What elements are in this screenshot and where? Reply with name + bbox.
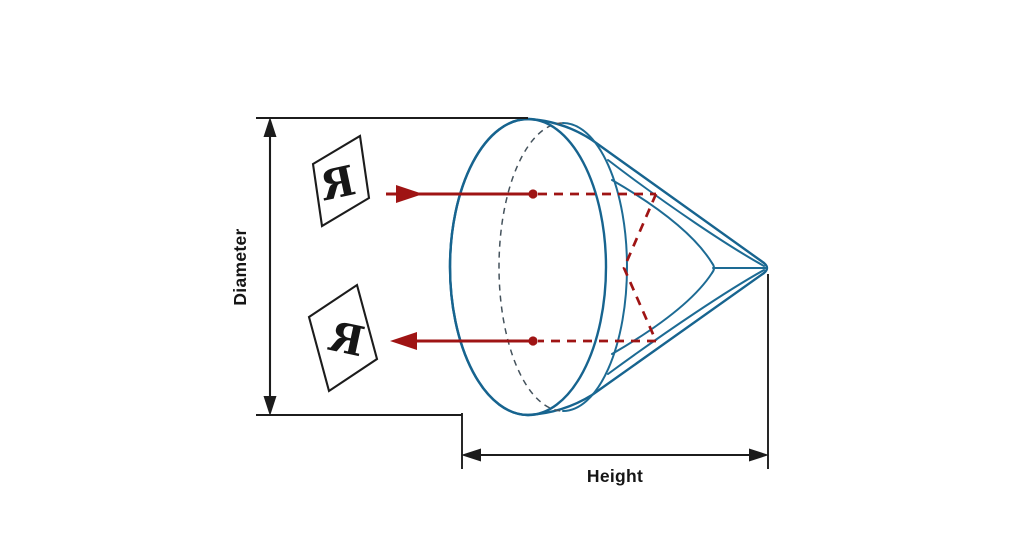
prism-front-face bbox=[448, 117, 608, 417]
beam-out-arrowhead-icon bbox=[390, 332, 417, 350]
dimension-diameter: Diameter bbox=[230, 117, 528, 416]
beam-path bbox=[386, 185, 658, 350]
prism-roof-edge-upper bbox=[607, 159, 765, 267]
height-arrow-right-icon bbox=[749, 448, 769, 462]
height-label: Height bbox=[587, 466, 643, 486]
prism-roof-edge-lower bbox=[607, 269, 765, 375]
beam-internal-reflection bbox=[622, 193, 658, 342]
prism bbox=[448, 117, 769, 417]
dimension-height: Height bbox=[461, 274, 769, 486]
input-plane-frame bbox=[311, 134, 371, 228]
input-image-plane: R bbox=[311, 134, 371, 228]
diameter-arrow-up-icon bbox=[263, 117, 277, 137]
prism-face-edge-lower bbox=[611, 272, 713, 355]
prism-apex-edge bbox=[711, 262, 767, 274]
prism-back-rim-edge bbox=[562, 122, 628, 412]
output-plane-frame bbox=[307, 283, 379, 393]
prism-face-edge-upper bbox=[611, 179, 713, 264]
height-arrow-left-icon bbox=[461, 448, 481, 462]
output-image-plane: R bbox=[307, 283, 379, 393]
beam-in-entry-dot bbox=[528, 189, 538, 199]
prism-hidden-rim-edge bbox=[498, 122, 564, 412]
diameter-label: Diameter bbox=[230, 228, 250, 305]
diameter-arrow-down-icon bbox=[263, 396, 277, 416]
beam-in-arrowhead-icon bbox=[396, 185, 423, 203]
